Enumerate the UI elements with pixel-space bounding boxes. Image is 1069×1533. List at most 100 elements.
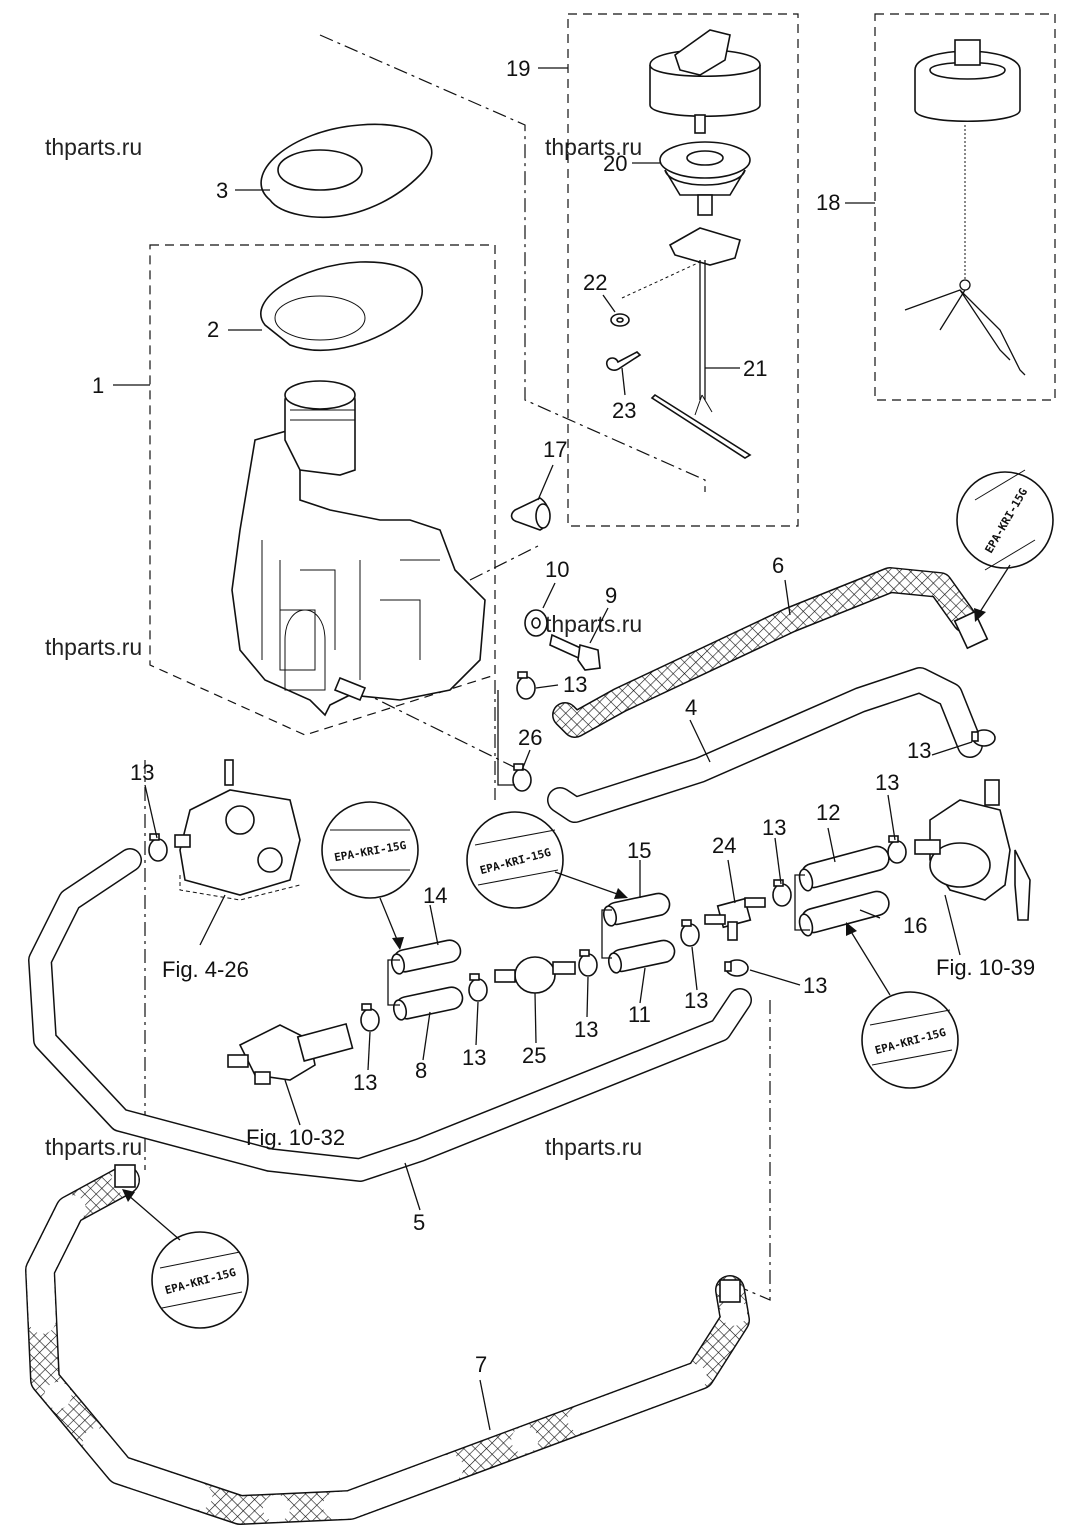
hose-clamp: [724, 959, 749, 977]
callout-10: 10: [545, 557, 569, 582]
check-valve: [494, 956, 576, 994]
bracket-line: [497, 690, 515, 786]
gauge-fuel-cap: [649, 29, 761, 134]
hose-15: [602, 892, 671, 927]
arrow: [379, 897, 404, 950]
washer: [524, 609, 548, 637]
watermark: thparts.ru: [545, 134, 642, 160]
callout-17: 17: [543, 437, 567, 462]
watermark: thparts.ru: [545, 611, 642, 637]
fuel-pump: [174, 759, 301, 901]
hose-16: [798, 890, 890, 937]
callout-22: 22: [583, 270, 607, 295]
callout-13: 13: [462, 1045, 486, 1070]
hose-clamp: [971, 729, 996, 747]
hose-clamp: [516, 671, 536, 700]
figure-reference: Fig. 10-39: [936, 955, 1035, 980]
tee-joint: [704, 897, 766, 941]
watermark: thparts.ru: [545, 1134, 642, 1160]
callout-18: 18: [816, 190, 840, 215]
arrow: [846, 922, 891, 996]
tank-gasket: [260, 261, 424, 352]
sponge-filter: [260, 123, 433, 219]
float-gauge: [650, 227, 752, 459]
bracket-line: [387, 959, 400, 1006]
watermark: thparts.ru: [45, 134, 142, 160]
hose-end: [719, 1279, 741, 1303]
arrow: [974, 564, 1011, 622]
callout-16: 16: [903, 913, 927, 938]
hose-clamp: [148, 833, 168, 862]
callout-4: 4: [685, 695, 697, 720]
hose-spec-stamp: EPA-KRI-15G: [321, 801, 419, 899]
cotter-pin: [605, 351, 642, 371]
hose-clamp: [578, 949, 598, 977]
arrow: [122, 1189, 181, 1241]
hose-spec-stamp: EPA-KRI-15G: [466, 811, 564, 909]
hose-end: [953, 610, 989, 650]
callout-8: 8: [415, 1058, 427, 1083]
hose-11: [607, 939, 676, 974]
fuel-tank: [231, 380, 486, 717]
hose-spec-stamp: EPA-KRI-15G: [151, 1231, 249, 1329]
callout-25: 25: [522, 1043, 546, 1068]
fuel-cock: [914, 779, 1031, 921]
bracket-line: [794, 874, 810, 931]
hose-spec-stamp: EPA-KRI-15G: [956, 469, 1054, 571]
cap-seal: [659, 141, 751, 216]
callout-13: 13: [875, 770, 899, 795]
figure-reference: Fig. 4-26: [162, 957, 249, 982]
callout-6: 6: [772, 553, 784, 578]
callout-21: 21: [743, 356, 767, 381]
guide-line: [357, 689, 521, 771]
guide-line: [469, 544, 541, 581]
watermark: thparts.ru: [45, 634, 142, 660]
callout-15: 15: [627, 838, 651, 863]
hose-clamp: [360, 1003, 380, 1032]
callout-12: 12: [816, 800, 840, 825]
hose-clamp: [887, 835, 907, 864]
watermark: thparts.ru: [45, 1134, 142, 1160]
callout-26: 26: [518, 725, 542, 750]
callout-23: 23: [612, 398, 636, 423]
hose-7: [25, 1165, 750, 1525]
bolt: [549, 633, 601, 671]
callout-14: 14: [423, 883, 447, 908]
gauge-cap-group-box: [567, 13, 799, 527]
hose-8: [392, 986, 464, 1021]
callout-7: 7: [475, 1352, 487, 1377]
callout-13: 13: [762, 815, 786, 840]
bracket-line: [601, 909, 612, 959]
hose-clamp: [512, 763, 532, 792]
guide-line: [319, 34, 706, 492]
callout-24: 24: [712, 833, 736, 858]
hose-12: [798, 845, 890, 892]
tank-assembly-group-box: [149, 244, 496, 736]
hose-clamp: [680, 919, 700, 947]
callout-9: 9: [605, 583, 617, 608]
hose-14: [390, 939, 462, 975]
hose-spec-stamp: EPA-KRI-15G: [861, 991, 959, 1089]
figure-reference: Fig. 10-32: [246, 1125, 345, 1150]
grommet: [510, 497, 551, 531]
callout-13: 13: [803, 973, 827, 998]
chain-cap-group-box: [874, 13, 1056, 401]
callout-13: 13: [130, 760, 154, 785]
callout-19: 19: [506, 56, 530, 81]
callout-2: 2: [207, 317, 219, 342]
hose-clamp: [468, 973, 488, 1002]
callout-5: 5: [413, 1210, 425, 1235]
guide-line: [734, 1000, 771, 1301]
arrow: [554, 871, 628, 899]
fuel-sensor: [227, 1022, 354, 1085]
leader-lines: [113, 67, 973, 1431]
callout-13: 13: [353, 1070, 377, 1095]
callout-13: 13: [574, 1017, 598, 1042]
callout-20: 20: [603, 151, 627, 176]
hose-end: [114, 1164, 136, 1188]
callout-13: 13: [563, 672, 587, 697]
small-washer: [610, 313, 630, 327]
callout-1: 1: [92, 373, 104, 398]
callout-13: 13: [907, 738, 931, 763]
